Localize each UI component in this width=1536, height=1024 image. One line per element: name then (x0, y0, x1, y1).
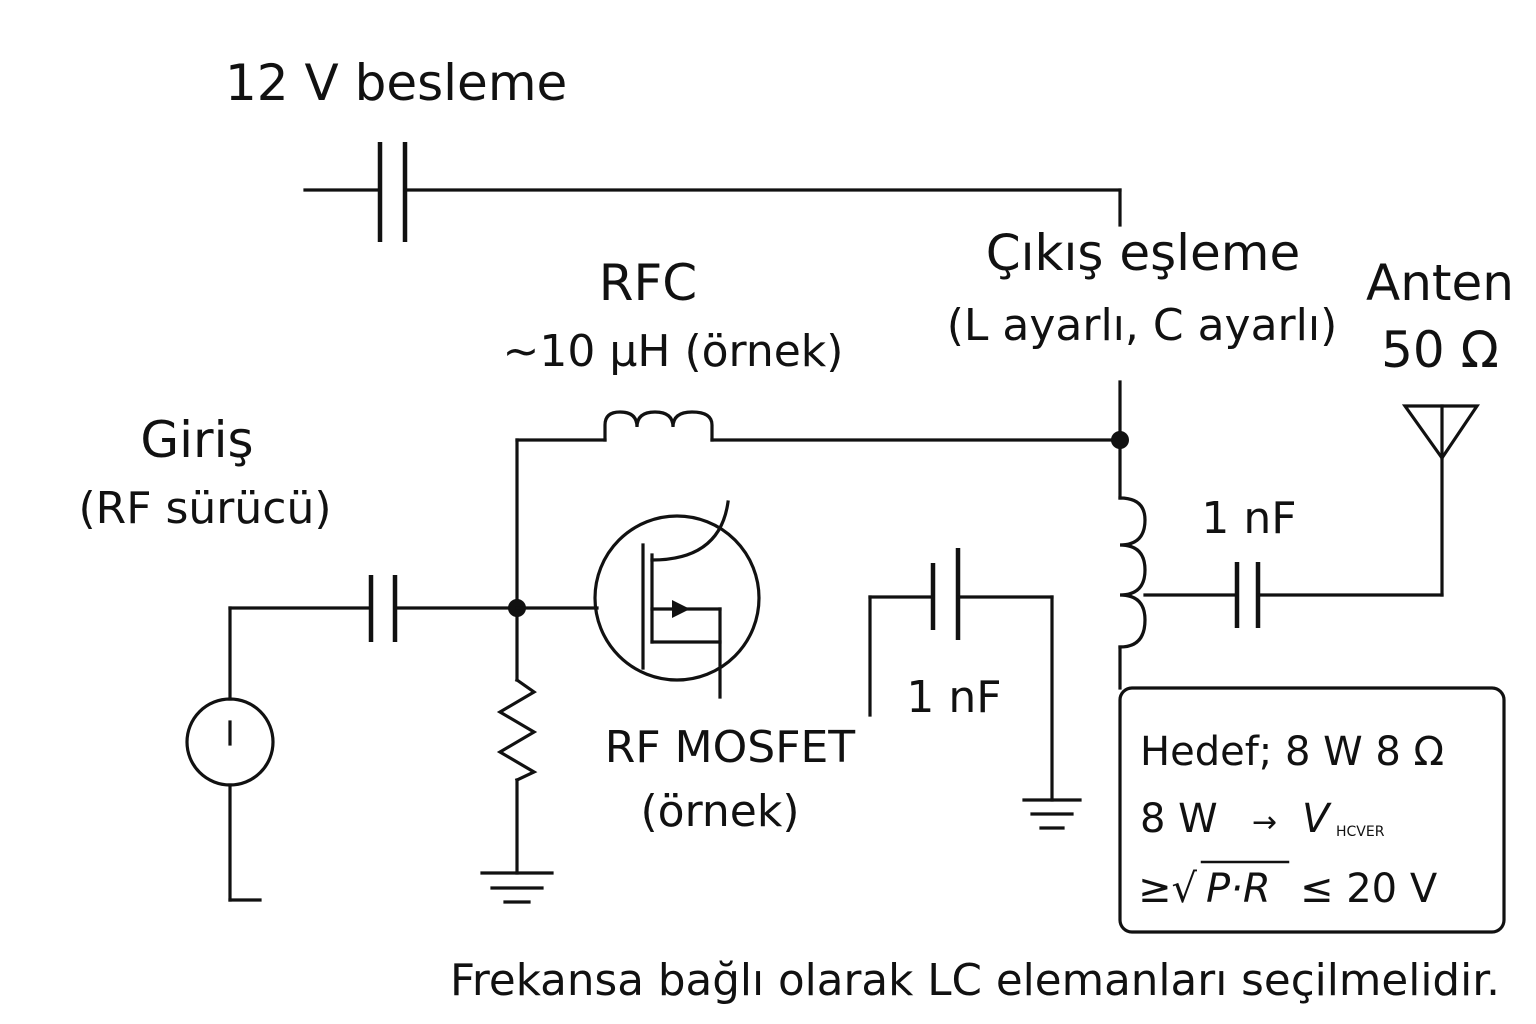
output-capacitor (1143, 456, 1444, 628)
rfc-inductor (515, 410, 1122, 442)
mosfet-icon (593, 500, 761, 699)
note-line-3-prefix: ≥√ (1138, 866, 1198, 912)
rfc-value: ~10 µH (örnek) (503, 326, 844, 377)
note-line-2-main: 8 W (1140, 796, 1218, 842)
bypass-capacitor (868, 548, 1054, 802)
note-line-2-arrow: → (1252, 805, 1277, 840)
note-line-2-subscript: HCVER (1336, 824, 1385, 840)
note-line-3-radicand: P·R (1206, 866, 1271, 912)
supply-line (303, 142, 1122, 242)
input-detail: (RF sürücü) (78, 483, 331, 534)
antenna-icon (1401, 404, 1481, 461)
tank-coil (1118, 496, 1147, 690)
antenna-title: Anten (1366, 254, 1514, 312)
bias-resistor (496, 677, 538, 875)
output-cap-value: 1 nF (1201, 493, 1296, 544)
rf-source (185, 606, 275, 902)
antenna-impedance: 50 Ω (1381, 321, 1499, 379)
supply-label: 12 V besleme (225, 54, 567, 112)
note-line-2-symbol: V (1302, 796, 1332, 842)
match-title: Çıkış eşleme (986, 224, 1301, 282)
mosfet-title: RF MOSFET (605, 722, 856, 773)
bypass-cap-value: 1 nF (906, 672, 1001, 723)
footer-note: Frekansa bağlı olarak LC elemanları seçi… (450, 955, 1500, 1006)
input-capacitor (228, 575, 519, 642)
rfc-title: RFC (599, 254, 697, 312)
note-line-3-suffix: ≤ 20 V (1300, 866, 1438, 912)
ground-icon (1022, 798, 1082, 830)
note-line-1: Hedef; 8 W 8 Ω (1140, 729, 1444, 775)
mosfet-detail: (örnek) (640, 786, 799, 837)
match-detail: (L ayarlı, C ayarlı) (947, 300, 1338, 351)
target-note-box (1118, 686, 1506, 934)
ground-icon (480, 871, 554, 904)
output-junction (1111, 431, 1129, 449)
input-title: Giriş (140, 411, 253, 469)
